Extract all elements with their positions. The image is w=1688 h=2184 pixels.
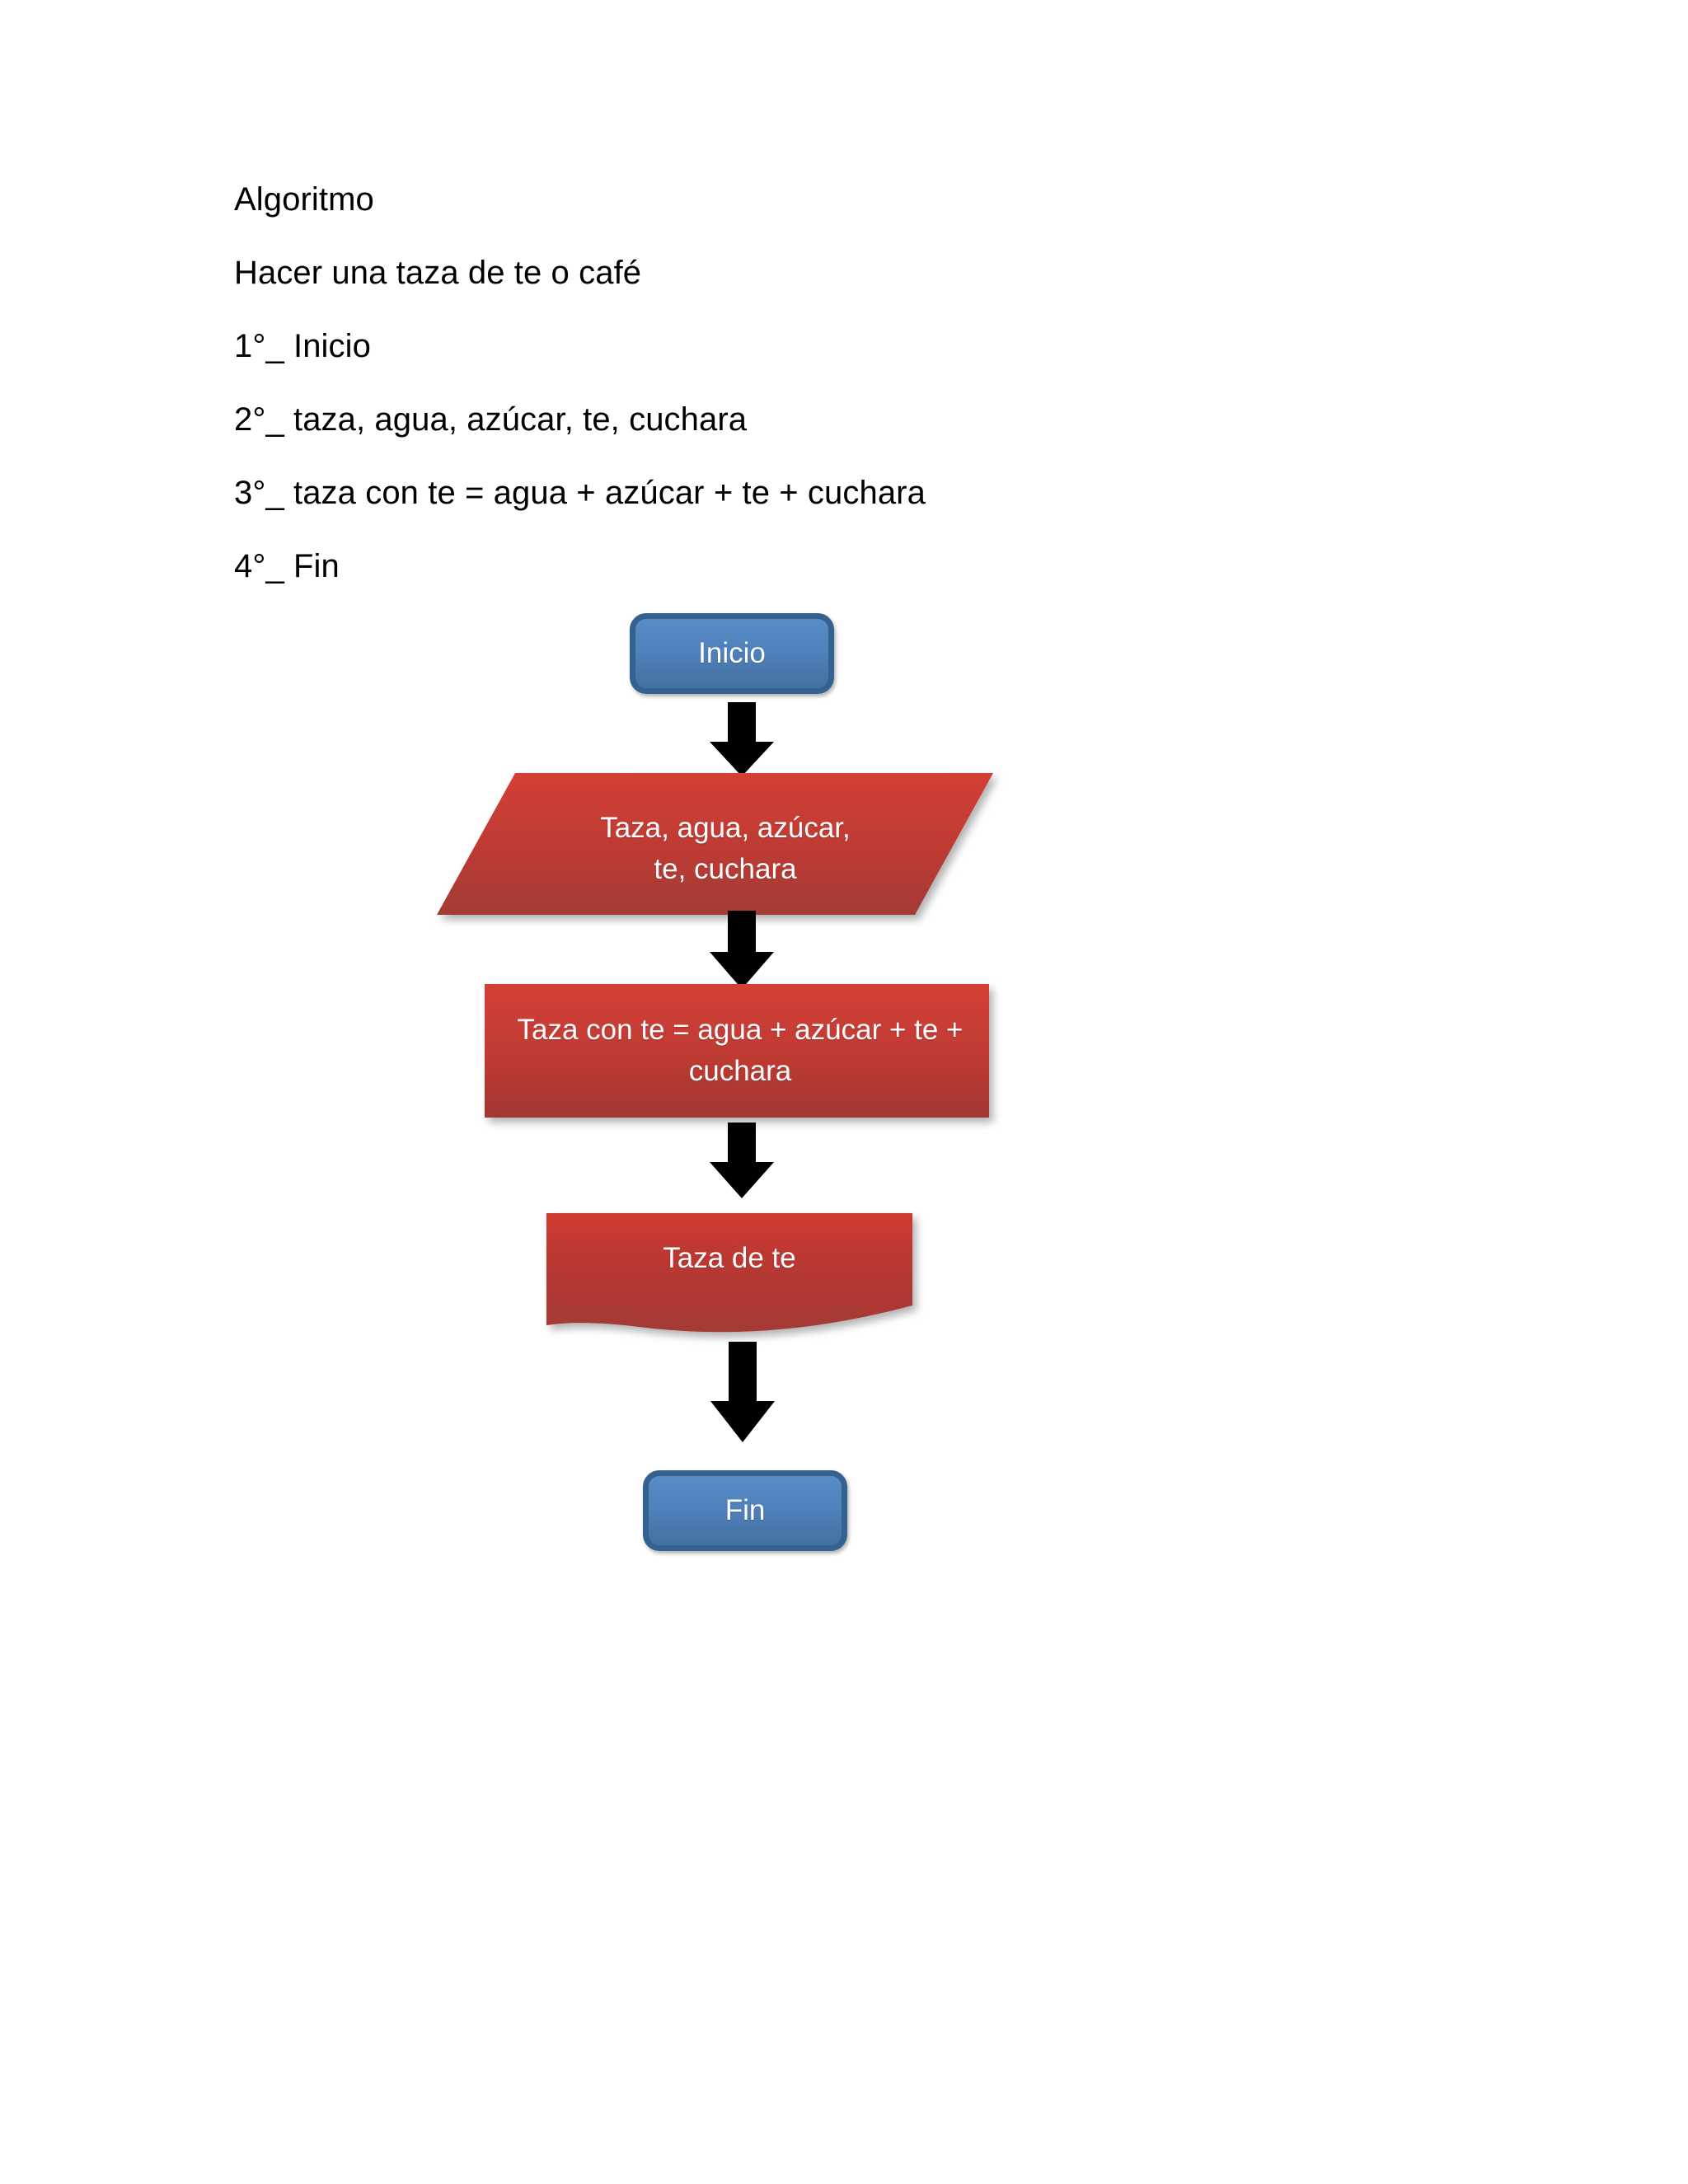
flow-node-proceso[interactable] <box>480 979 997 1127</box>
text-line-step-4: 4°_ Fin <box>234 548 340 584</box>
flow-node-inicio-label: Inicio <box>698 637 766 669</box>
text-line-step-2: 2°_ taza, agua, azúcar, te, cuchara <box>234 401 748 438</box>
flow-node-entrada[interactable] <box>437 758 1014 940</box>
algorithm-text-block: Algoritmo Hacer una taza de te o café 1°… <box>234 183 1388 623</box>
flow-arrow-salida-to-fin <box>710 1342 775 1442</box>
flow-node-inicio[interactable]: Inicio <box>630 613 834 694</box>
flow-arrow-inicio-to-entrada <box>710 702 774 776</box>
flow-node-fin-label: Fin <box>724 1494 766 1526</box>
flow-node-fin[interactable]: Fin <box>643 1470 847 1551</box>
flow-arrow-entrada-to-proceso <box>710 911 774 989</box>
flow-arrow-proceso-to-salida <box>710 1122 774 1198</box>
text-line-goal: Hacer una taza de te o café <box>234 255 642 291</box>
text-line-title: Algoritmo <box>234 181 374 218</box>
flow-node-salida[interactable] <box>540 1207 919 1347</box>
text-line-step-1: 1°_ Inicio <box>234 328 371 364</box>
text-line-step-3: 3°_ taza con te = agua + azúcar + te + c… <box>234 475 926 511</box>
